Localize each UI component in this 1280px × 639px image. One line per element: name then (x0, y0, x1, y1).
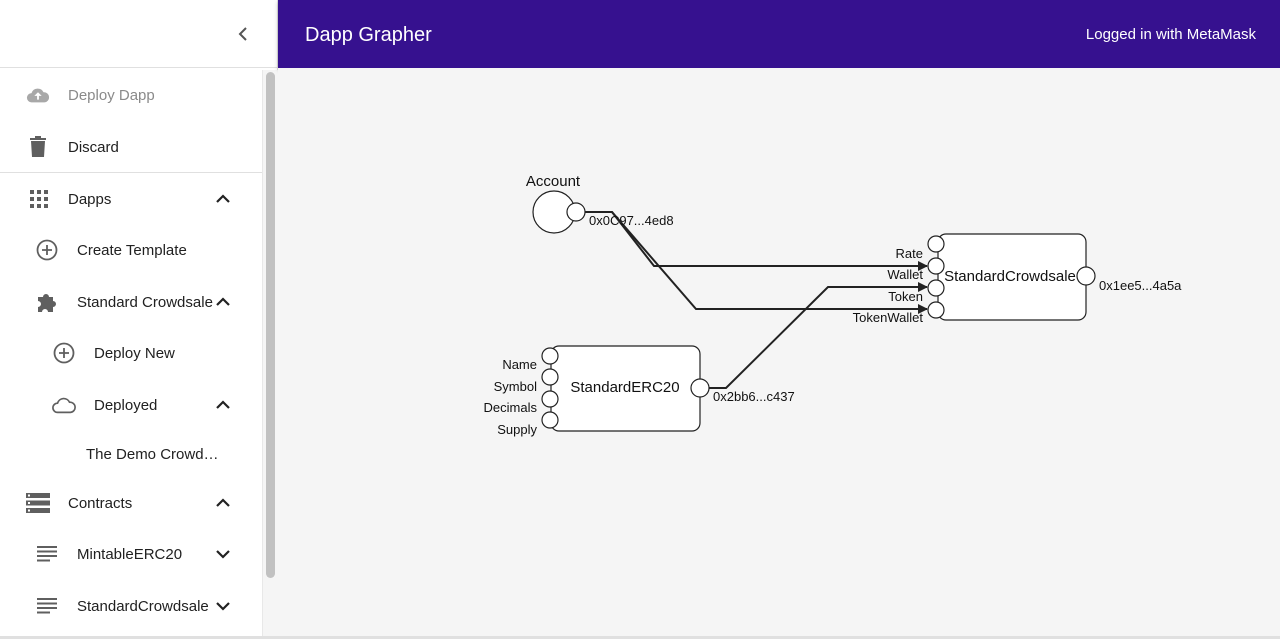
erc20-address: 0x2bb6...c437 (713, 389, 795, 404)
edge-erc20-token (709, 282, 928, 389)
deploy-new-button[interactable]: Deploy New (0, 329, 262, 377)
deployed-dapp-label: The Demo Crowd… (86, 445, 219, 463)
edge-account-tokenwallet (585, 211, 928, 314)
account-address: 0x0C97...4ed8 (589, 213, 674, 228)
add-circle-icon (52, 341, 76, 365)
graph-canvas[interactable]: Account 0x0C97...4ed8 StandardCrowdsale … (278, 68, 1280, 637)
chevron-down-icon[interactable] (213, 544, 233, 564)
input-port (541, 347, 559, 365)
port-label: Name (502, 357, 537, 372)
account-label: Account (526, 173, 581, 190)
crowdsale-address: 0x1ee5...4a5a (1099, 278, 1182, 293)
port-label: Symbol (494, 379, 537, 394)
port-label: Token (888, 289, 923, 304)
puzzle-icon (35, 290, 59, 314)
apps-grid-icon (27, 187, 51, 211)
contracts-label: Contracts (68, 494, 133, 512)
sidebar-scrollbar[interactable] (262, 70, 278, 636)
notes-icon (35, 542, 59, 566)
deploy-dapp-label: Deploy Dapp (68, 86, 155, 104)
input-port (927, 279, 945, 297)
bottom-border (0, 636, 1280, 639)
chevron-left-icon[interactable] (232, 22, 254, 46)
port-label: Decimals (484, 400, 538, 415)
login-status: Logged in with MetaMask (1085, 26, 1256, 43)
input-port (927, 235, 945, 253)
app-title: Dapp Grapher (305, 24, 432, 46)
scrollbar-thumb[interactable] (266, 72, 275, 578)
app-header: Dapp Grapher Logged in with MetaMask (278, 0, 1280, 68)
contract-standard-crowdsale[interactable]: StandardCrowdsale (0, 582, 262, 630)
standard-crowdsale-dapp[interactable]: Standard Crowdsale (0, 278, 262, 326)
input-port (541, 390, 559, 408)
deploy-dapp-button[interactable]: Deploy Dapp (0, 71, 262, 119)
erc20-label: StandardERC20 (570, 379, 679, 396)
deployed-label: Deployed (94, 396, 158, 414)
add-circle-icon (35, 238, 59, 262)
port-label: Wallet (887, 267, 923, 282)
account-node: Account 0x0C97...4ed8 (526, 173, 674, 234)
input-port (927, 301, 945, 319)
erc20-node: StandardERC20 Name Symbol Decimals Suppl… (484, 345, 795, 437)
standard-crowdsale-label: Standard Crowdsale (77, 293, 213, 311)
divider (0, 172, 262, 173)
input-port (541, 411, 559, 429)
input-port (541, 368, 559, 386)
deploy-new-label: Deploy New (94, 344, 175, 362)
standard-crowdsale-contract-label: StandardCrowdsale (77, 597, 209, 615)
output-port (1076, 266, 1096, 286)
dapps-section[interactable]: Dapps (0, 175, 262, 223)
chevron-up-icon[interactable] (213, 493, 233, 513)
sidebar-header (0, 0, 277, 68)
contracts-section[interactable]: Contracts (0, 479, 262, 527)
discard-button[interactable]: Discard (0, 123, 262, 171)
sidebar: Deploy Dapp Discard Dapps Create Templat… (0, 0, 278, 639)
discard-label: Discard (68, 138, 119, 156)
cloud-icon (52, 393, 76, 417)
create-template-button[interactable]: Create Template (0, 226, 262, 274)
port-label: Supply (497, 422, 537, 437)
storage-icon (26, 491, 50, 515)
cloud-upload-icon (26, 83, 50, 107)
trash-icon (26, 135, 50, 159)
input-port (927, 257, 945, 275)
output-port (566, 202, 586, 222)
chevron-up-icon[interactable] (213, 292, 233, 312)
contract-mintable-erc20[interactable]: MintableERC20 (0, 530, 262, 578)
create-template-label: Create Template (77, 241, 187, 259)
chevron-up-icon[interactable] (213, 189, 233, 209)
crowdsale-node: StandardCrowdsale Rate Wallet Token Toke… (853, 233, 1182, 325)
deployed-dapp-item[interactable]: The Demo Crowd… (0, 430, 262, 478)
notes-icon (35, 594, 59, 618)
output-port (690, 378, 710, 398)
chevron-down-icon[interactable] (213, 596, 233, 616)
chevron-up-icon[interactable] (213, 395, 233, 415)
port-label: TokenWallet (853, 310, 924, 325)
deployed-section[interactable]: Deployed (0, 381, 262, 429)
mintable-erc20-label: MintableERC20 (77, 545, 183, 563)
port-label: Rate (896, 246, 923, 261)
dapps-label: Dapps (68, 190, 112, 208)
crowdsale-label: StandardCrowdsale (944, 268, 1076, 285)
